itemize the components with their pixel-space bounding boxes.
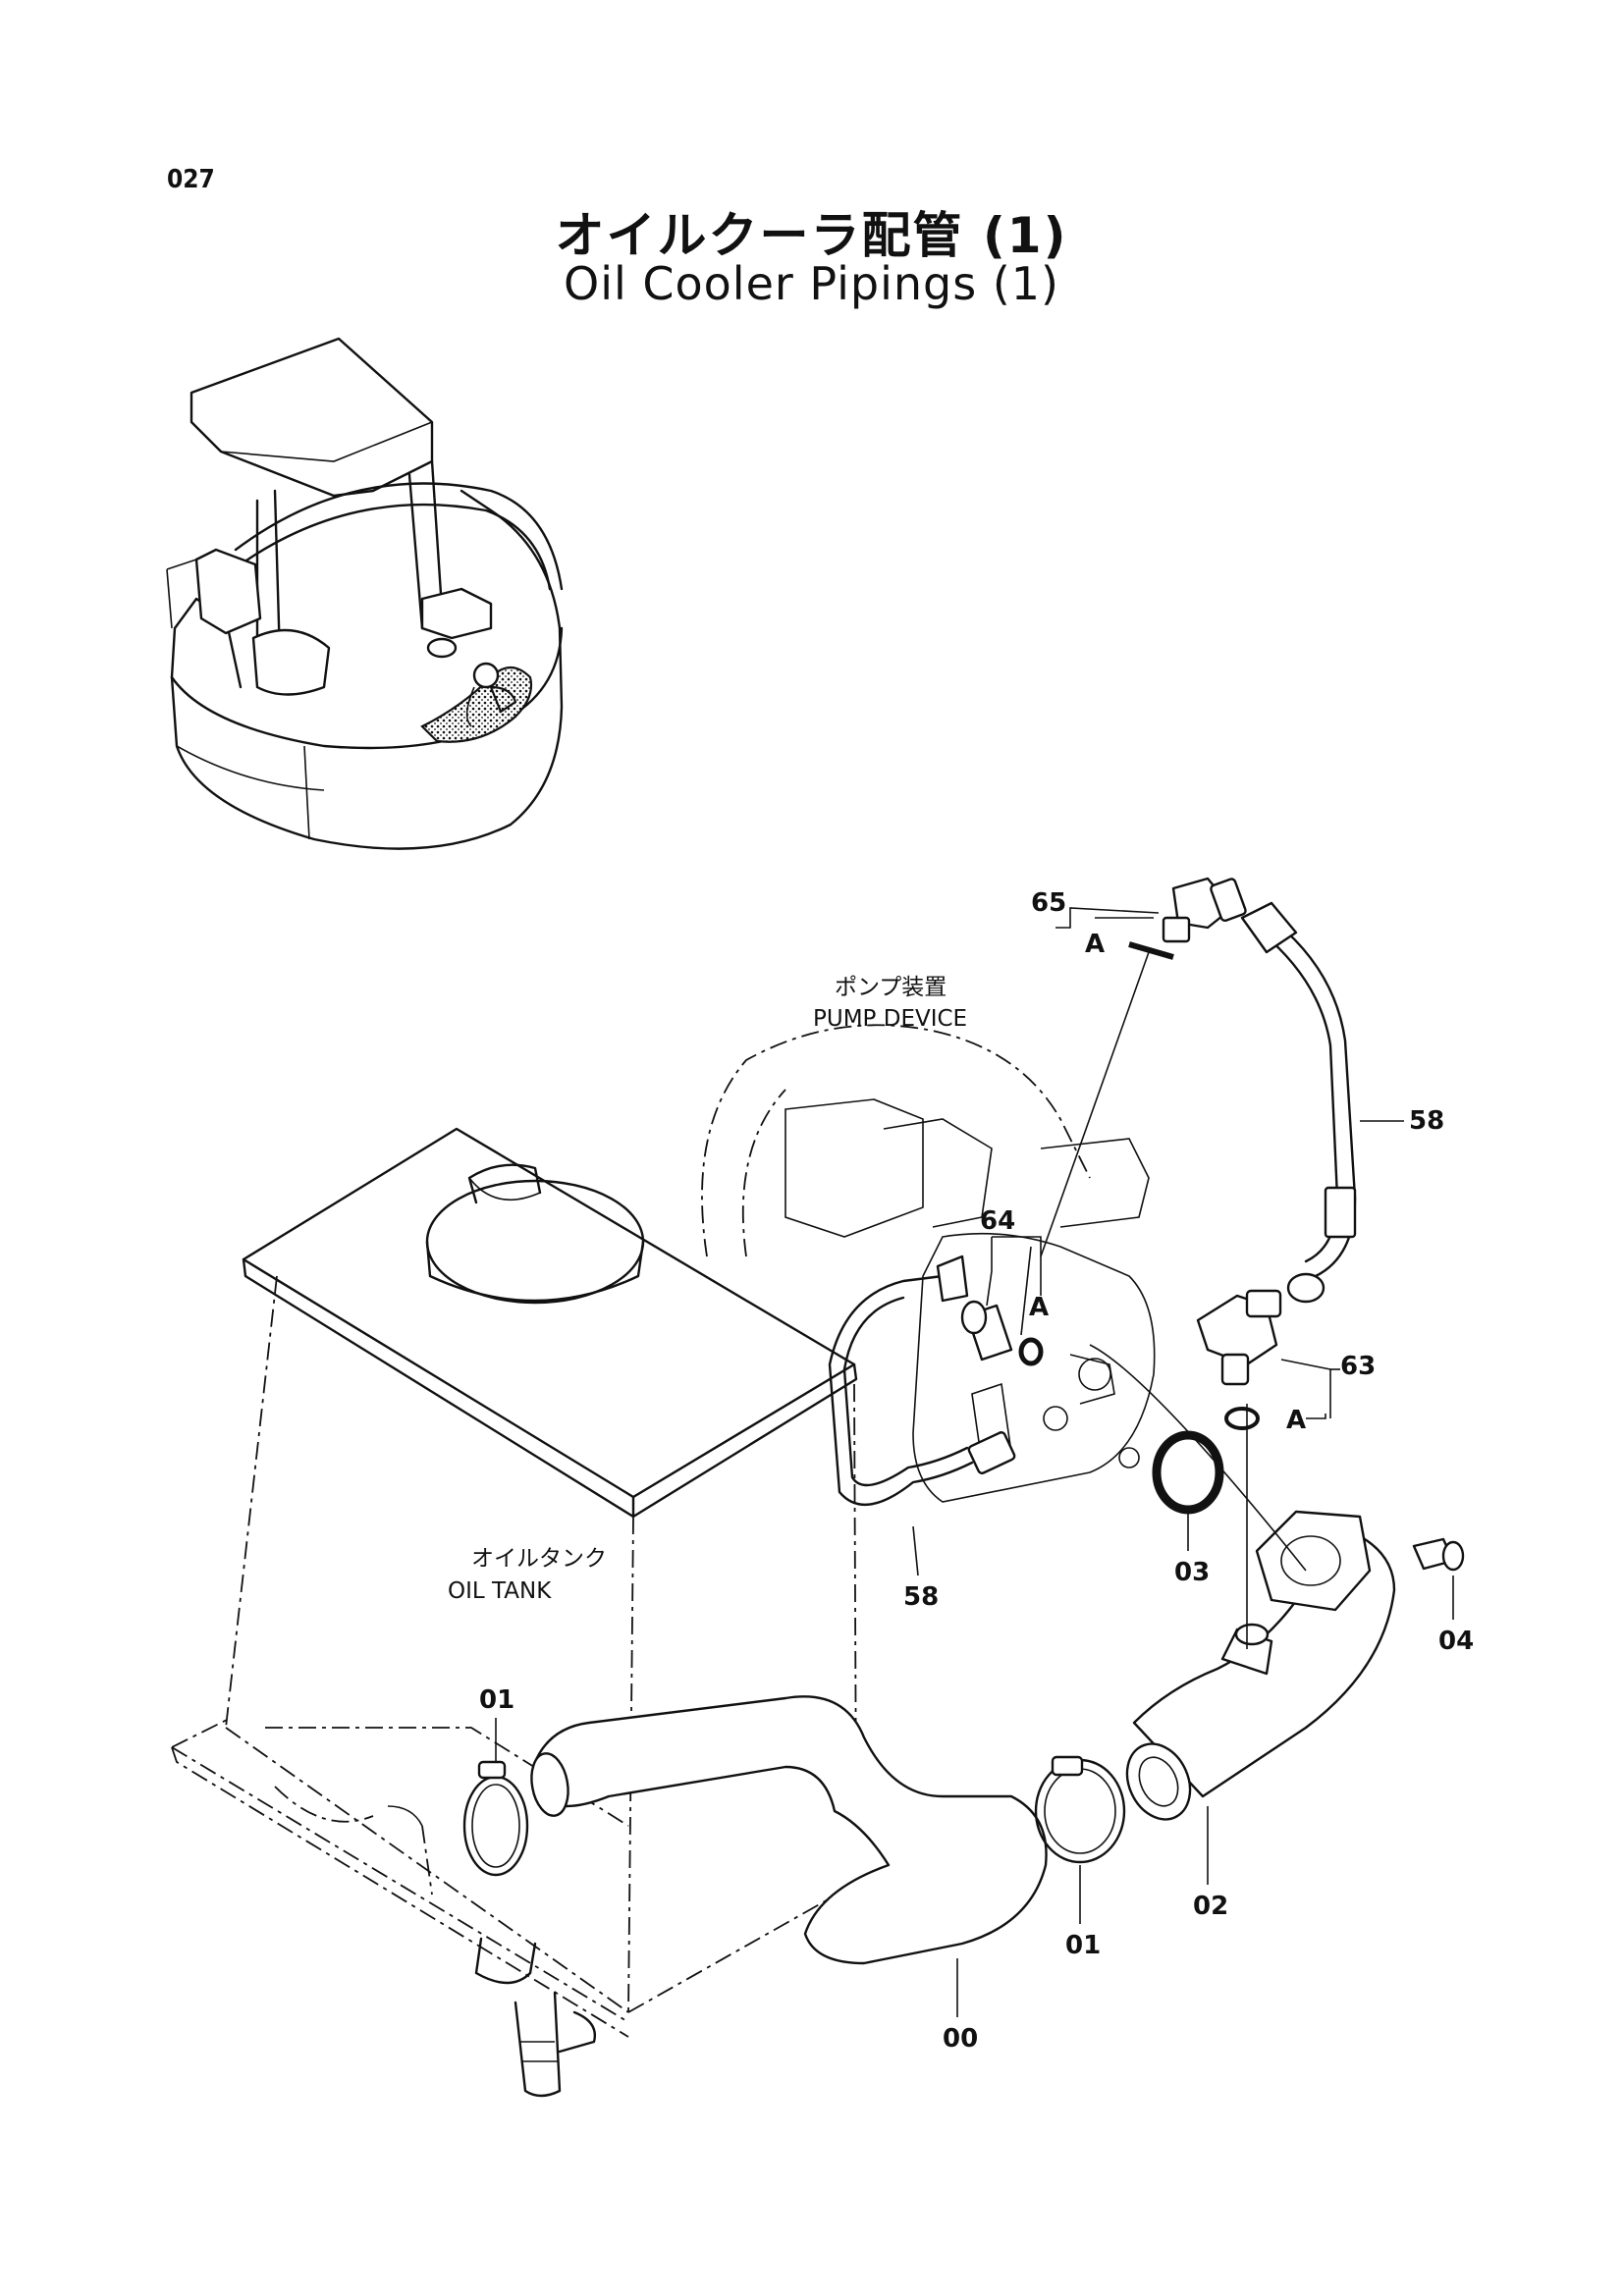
- ref-label-a-mid: A: [1029, 1293, 1049, 1322]
- hose-clamp-right: [1034, 1755, 1126, 1864]
- o-ring-63: [1224, 1407, 1260, 1430]
- title-japanese: オイルクーラ配管 (1): [555, 207, 1068, 264]
- connector-64: [960, 1300, 1013, 1362]
- pump-device-label-jp: ポンプ装置: [835, 975, 947, 1000]
- o-ring-03: [1152, 1430, 1224, 1515]
- part-label-63: 63: [1340, 1352, 1376, 1381]
- part-label-00: 00: [943, 2024, 978, 2054]
- elbow-fitting-65: [1162, 877, 1247, 943]
- leader-lines: [495, 907, 1454, 2017]
- tee-fitting-63: [1196, 1289, 1282, 1386]
- part-label-02: 02: [1193, 1892, 1228, 1921]
- pipe-58-lower: [828, 1255, 1016, 1506]
- part-label-64: 64: [980, 1206, 1015, 1236]
- o-ring-64: [1018, 1337, 1044, 1366]
- part-label-58-upper: 58: [1409, 1106, 1444, 1136]
- ref-label-a-top: A: [1085, 930, 1105, 959]
- oil-tank-illustration: [171, 1127, 858, 2098]
- pipe-58-upper: [1240, 901, 1357, 1304]
- hose-00: [530, 1695, 1048, 1965]
- ref-label-a-right: A: [1286, 1406, 1306, 1435]
- machine-overview-illustration: [166, 337, 564, 850]
- title-english: Oil Cooler Pipings (1): [564, 257, 1059, 310]
- oil-tank-label-jp: オイルタンク: [471, 1546, 607, 1572]
- pump-device-label-en: PUMP DEVICE: [813, 1006, 967, 1032]
- gasket-65: [1128, 941, 1174, 960]
- hose-clamp-left: [462, 1760, 529, 1877]
- part-label-65: 65: [1031, 888, 1066, 918]
- part-label-04: 04: [1438, 1627, 1474, 1656]
- part-label-58-lower: 58: [903, 1582, 939, 1612]
- part-label-03: 03: [1174, 1558, 1210, 1587]
- pump-device-illustration: [701, 1024, 1156, 1503]
- part-label-01-left: 01: [479, 1685, 514, 1715]
- bolt-04: [1412, 1537, 1465, 1572]
- page-number: 027: [167, 165, 215, 194]
- part-label-01-right: 01: [1065, 1931, 1101, 1960]
- pipe-02: [1125, 1510, 1396, 1821]
- oil-tank-label-en: OIL TANK: [448, 1578, 552, 1604]
